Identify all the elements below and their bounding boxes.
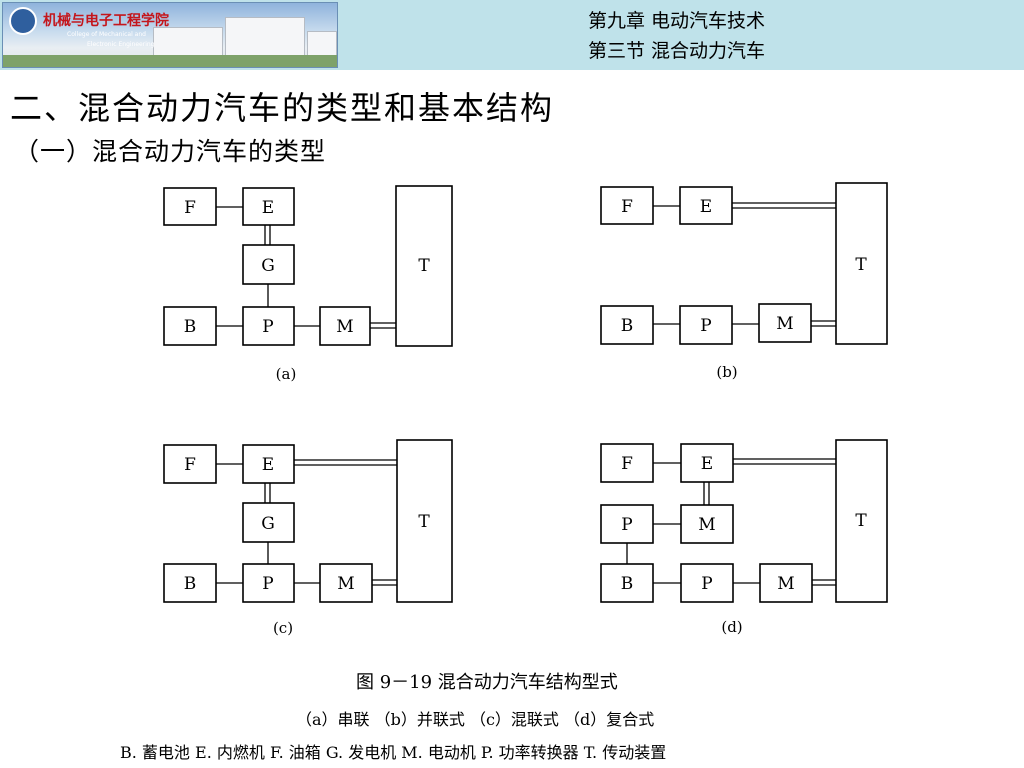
logo-building: [225, 17, 305, 57]
caption-d: (d): [721, 618, 742, 636]
box-label-b: B: [184, 574, 197, 594]
box-label-t: T: [418, 256, 430, 276]
college-seal-icon: [9, 7, 37, 35]
box-label-t: T: [855, 511, 867, 531]
figure-type-captions: （a）串联 （b）并联式 （c）混联式 （d）复合式: [296, 710, 655, 729]
generator-box: [242, 502, 295, 543]
box-label-b: B: [621, 574, 634, 594]
transmission-box: [835, 182, 888, 345]
diagram-c-series-parallel: F E G B P M T (c): [163, 439, 453, 637]
box-label-m: M: [336, 317, 353, 337]
box-label-g: G: [261, 514, 275, 534]
transmission-box: [396, 439, 453, 603]
box-label-b: B: [184, 317, 197, 337]
diagram-a-series: F E G B P M T (a): [163, 185, 453, 383]
fuel-tank-box: [163, 444, 217, 484]
box-label-e: E: [262, 455, 274, 475]
logo-ground: [3, 55, 337, 67]
battery-box: [163, 306, 217, 346]
caption-b: (b): [716, 363, 737, 381]
fuel-tank-box: [163, 187, 217, 226]
box-label-t: T: [418, 512, 430, 532]
caption-c: (c): [273, 619, 293, 637]
fuel-tank-box: [600, 443, 654, 483]
section-subtitle: 第三节 混合动力汽车: [588, 40, 766, 62]
caption-a: (a): [276, 365, 297, 383]
engine-box: [242, 444, 295, 484]
diagram-b-parallel: F E B P M T (b): [600, 182, 888, 381]
box-label-t: T: [855, 255, 867, 275]
box-label-f: F: [621, 197, 633, 217]
motor-box: [319, 563, 373, 603]
box-label-f: F: [184, 455, 196, 475]
box-label-e: E: [701, 454, 713, 474]
engine-box: [679, 186, 733, 225]
box-label-g: G: [261, 256, 275, 276]
motor-box: [680, 504, 734, 544]
power-converter-box: [680, 563, 734, 603]
chapter-title: 第九章 电动汽车技术: [588, 10, 766, 32]
box-label-f: F: [621, 454, 633, 474]
section-heading: 二、混合动力汽车的类型和基本结构: [10, 89, 555, 127]
power-converter-box: [242, 563, 295, 603]
box-label-m: M: [776, 314, 793, 334]
box-label-p: P: [621, 515, 632, 535]
transmission-box: [395, 185, 453, 347]
box-label-p: P: [700, 316, 711, 336]
logo-english-line2: Electronic Engineering: [87, 41, 155, 48]
motor-box: [758, 303, 812, 343]
motor-box: [319, 306, 371, 346]
power-converter-box: [600, 504, 654, 544]
box-label-m: M: [698, 515, 715, 535]
slide-header: 机械与电子工程学院 College of Mechanical and Elec…: [0, 0, 1024, 70]
figure-legend: B. 蓄电池 E. 内燃机 F. 油箱 G. 发电机 M. 电动机 P. 功率转…: [120, 743, 667, 762]
box-label-e: E: [700, 197, 712, 217]
box-label-m: M: [337, 574, 354, 594]
engine-box: [680, 443, 734, 483]
power-converter-box: [679, 305, 733, 345]
figure-title: 图 9－19 混合动力汽车结构型式: [356, 672, 618, 693]
engine-box: [242, 187, 295, 226]
box-label-f: F: [184, 198, 196, 218]
logo-building: [153, 27, 223, 57]
motor-box: [759, 563, 813, 603]
college-logo-banner: 机械与电子工程学院 College of Mechanical and Elec…: [2, 2, 338, 68]
power-converter-box: [242, 306, 295, 346]
battery-box: [600, 563, 654, 603]
diagram-d-complex: F E P M B P M T (d): [600, 439, 888, 636]
battery-box: [163, 563, 217, 603]
box-label-p: P: [701, 574, 712, 594]
box-label-b: B: [621, 316, 634, 336]
logo-title: 机械与电子工程学院: [43, 13, 169, 29]
fuel-tank-box: [600, 186, 654, 225]
box-label-p: P: [262, 574, 273, 594]
box-label-p: P: [262, 317, 273, 337]
logo-english-line1: College of Mechanical and: [67, 31, 146, 38]
box-label-m: M: [777, 574, 794, 594]
transmission-box: [835, 439, 888, 603]
subsection-heading: （一）混合动力汽车的类型: [14, 137, 327, 166]
generator-box: [242, 244, 295, 285]
battery-box: [600, 305, 654, 345]
box-label-e: E: [262, 198, 274, 218]
